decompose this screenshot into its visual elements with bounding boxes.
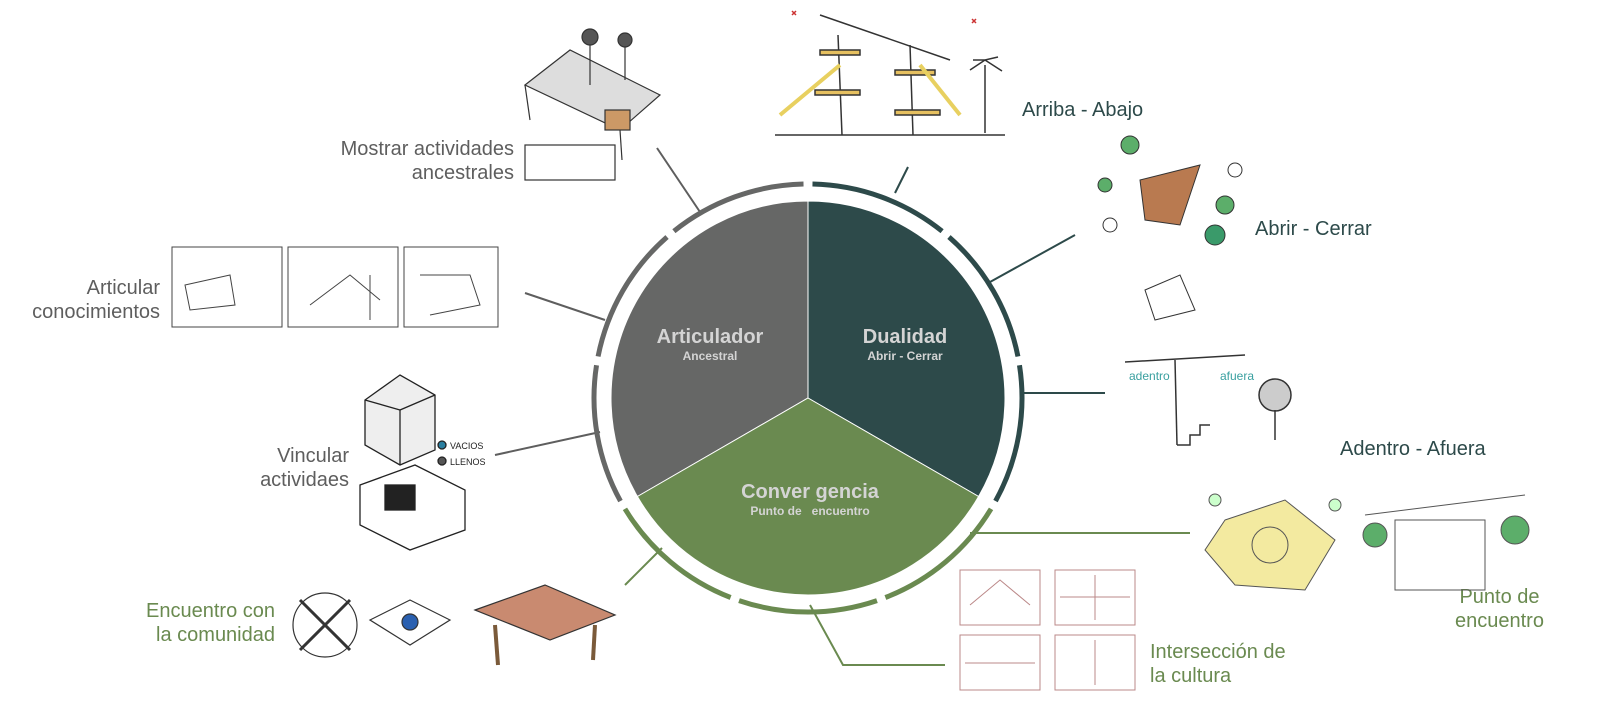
segment-subtitle: Ancestral <box>682 349 738 363</box>
sketch-vincular: VACIOS LLENOS <box>359 374 486 551</box>
segment-title: Articulador <box>656 326 764 348</box>
segment-label-convergencia: Conver gencia Punto de encuentro <box>730 480 890 518</box>
label-interseccion: Intersección de la cultura <box>1150 640 1286 688</box>
label-line: Encuentro con <box>146 600 275 622</box>
ring-arc-segment <box>622 507 732 600</box>
label-encuentro: Encuentro con la comunidad <box>146 599 275 647</box>
connector-line <box>524 292 606 321</box>
label-line: encuentro <box>1455 610 1544 632</box>
label-punto: Punto de encuentro <box>1455 585 1544 633</box>
sketch-articular-panels <box>171 246 499 328</box>
segment-subtitle: Punto de encuentro <box>750 504 870 518</box>
segment-title: Conver gencia <box>741 481 879 503</box>
label-line: Vincular <box>277 445 349 467</box>
segment-title: Dualidad <box>862 326 948 348</box>
label-line: la comunidad <box>156 624 275 646</box>
connector-line <box>894 166 909 194</box>
ring-arc-segment <box>947 235 1021 357</box>
sketch-punto-encuentro <box>1204 493 1530 591</box>
label-abrir: Abrir - Cerrar <box>1255 218 1372 240</box>
label-vincular: Vincular actividaes <box>260 444 349 492</box>
sketch-ancestral-house <box>523 28 662 181</box>
label-line: la cultura <box>1150 665 1232 687</box>
label-line: conocimientos <box>32 301 160 323</box>
connector-line <box>989 234 1076 283</box>
connector-line <box>656 147 701 213</box>
sketch-encuentro <box>292 584 617 666</box>
label-line: Articular <box>86 277 160 299</box>
label-line: Punto de <box>1459 586 1540 608</box>
label-arriba: Arriba - Abajo <box>1022 99 1144 121</box>
ring-arc-segment <box>884 507 994 600</box>
ring-arc-segment <box>672 181 804 234</box>
ring-arc-segment <box>738 598 878 615</box>
sketch-text: LLENOS <box>450 457 486 467</box>
label-articular: Articular conocimientos <box>32 276 160 324</box>
pie-segment-articulador <box>610 200 809 498</box>
sketch-adentro-afuera: adentro afuera <box>1125 354 1292 446</box>
label-line: Mostrar actividades <box>340 138 514 160</box>
connector-line <box>624 547 663 586</box>
sketch-text: VACIOS <box>450 441 483 451</box>
pie-segment-convergencia <box>636 397 980 596</box>
segment-label-dualidad: Dualidad Abrir - Cerrar <box>835 325 975 363</box>
sketch-abrir-cerrar <box>1097 135 1243 321</box>
label-line: ancestrales <box>411 162 514 184</box>
connector-line <box>809 604 945 666</box>
ring-arc-segment <box>595 235 669 357</box>
sketch-interseccion <box>959 569 1136 691</box>
sketch-text: adentro <box>1129 369 1170 383</box>
label-mostrar: Mostrar actividades ancestrales <box>341 137 514 185</box>
connector-line <box>494 431 601 456</box>
ring-arc-segment <box>812 181 944 234</box>
pie-segment-dualidad <box>807 200 1006 498</box>
segment-label-articulador: Articulador Ancestral <box>640 325 780 363</box>
label-line: Intersección de <box>1150 641 1286 663</box>
ring-arc-segment <box>993 364 1025 503</box>
label-adentro: Adentro - Afuera <box>1340 438 1486 460</box>
segment-subtitle: Abrir - Cerrar <box>867 349 943 363</box>
sketch-text: afuera <box>1220 369 1254 383</box>
ring-arc-segment <box>591 364 623 503</box>
label-line: actividaes <box>260 469 349 491</box>
sketch-arriba-abajo <box>775 10 1005 136</box>
